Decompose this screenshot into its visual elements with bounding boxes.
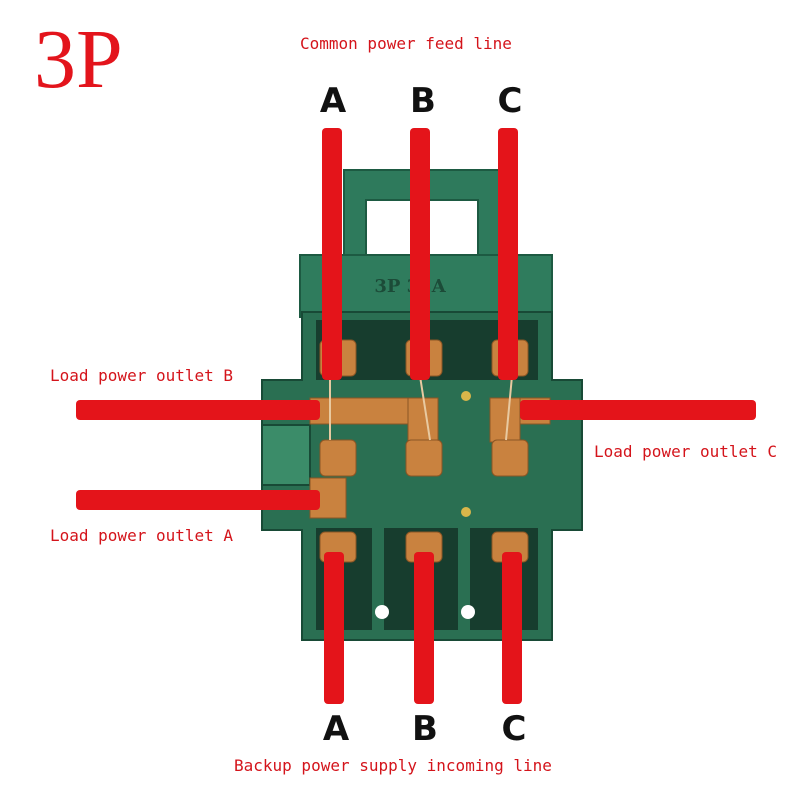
rivet [461, 391, 471, 401]
phase-label-bottom-a: A [322, 709, 350, 749]
phase-label-top-a: A [319, 81, 347, 121]
caption-outlet-c: Load power outlet C [594, 442, 778, 461]
spring-link [419, 375, 431, 441]
product-title: 3P [34, 13, 123, 106]
contact-mid-c [491, 439, 529, 477]
phase-label-bottom-c: C [501, 709, 527, 749]
phase-label-top-b: B [410, 81, 436, 121]
wire-outlet-b [76, 400, 320, 420]
wire-top-b [410, 128, 430, 380]
wire-bottom-b [414, 552, 434, 704]
bus-bar-b-drop [407, 397, 439, 443]
rib [372, 528, 384, 630]
rib [458, 528, 470, 630]
rivet [461, 507, 471, 517]
wire-bottom-a [324, 552, 344, 704]
wire-top-c [498, 128, 518, 380]
phase-label-bottom-b: B [412, 709, 438, 749]
mounting-hole [461, 605, 475, 619]
caption-backup-supply-line: Backup power supply incoming line [234, 756, 552, 775]
wire-outlet-c [520, 400, 756, 420]
phase-label-top-c: C [497, 81, 523, 121]
contact-mid-a [319, 439, 357, 477]
caption-outlet-a: Load power outlet A [50, 526, 234, 545]
mounting-hole [375, 605, 389, 619]
caption-outlet-b: Load power outlet B [50, 366, 234, 385]
side-latch [261, 424, 311, 486]
contact-mid-b [405, 439, 443, 477]
caption-common-feed-line: Common power feed line [300, 34, 512, 53]
spring-link [505, 375, 513, 441]
wire-outlet-a [76, 490, 320, 510]
wire-top-a [322, 128, 342, 380]
bus-bar-c-drop [489, 397, 521, 443]
wire-bottom-c [502, 552, 522, 704]
